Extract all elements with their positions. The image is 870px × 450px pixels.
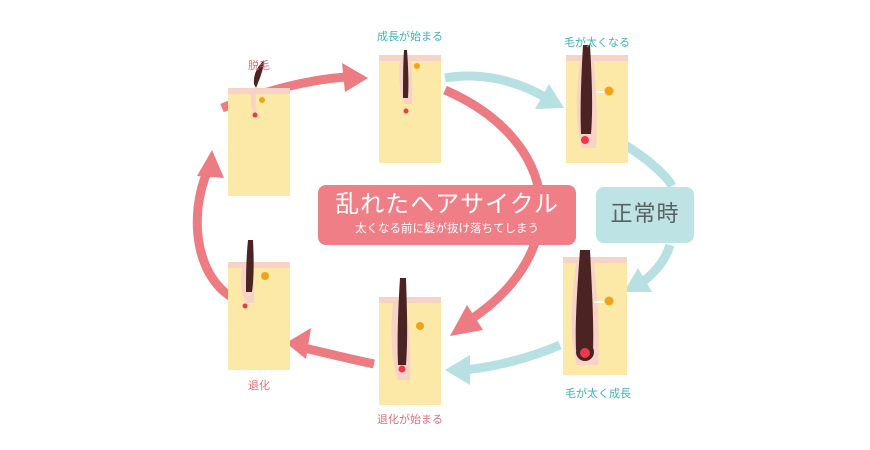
gland — [414, 63, 420, 69]
papilla — [242, 303, 248, 309]
panel-futoku-seichou — [563, 250, 627, 375]
disordered-cycle-arrows — [192, 72, 546, 369]
arrowhead-2 — [450, 305, 483, 336]
disordered-cycle-subtitle: 太くなる前に髪が抜け落ちてしまう — [355, 221, 539, 235]
panel-taika — [228, 240, 290, 370]
panel-seichou-start — [379, 50, 441, 163]
label-taika-start: 退化が始まる — [377, 413, 443, 426]
hair — [246, 240, 254, 292]
panel-taika-start — [379, 278, 441, 405]
gland — [416, 322, 424, 330]
hair — [403, 50, 409, 98]
label-seichou-start: 成長が始まる — [377, 30, 443, 43]
disordered-cycle-box: 乱れたヘアサイクル 太くなる前に髪が抜け落ちてしまう — [318, 185, 576, 245]
label-datsumo: 脱毛 — [248, 59, 270, 72]
panel-futoku — [566, 45, 628, 163]
gland — [261, 272, 269, 280]
arrowhead-1 — [342, 63, 368, 92]
arrow-futoku-to-normal — [622, 141, 677, 189]
papilla — [580, 348, 590, 358]
disordered-cycle-title: 乱れたヘアサイクル — [335, 190, 559, 218]
label-taika: 退化 — [248, 379, 270, 392]
label-futoku-seichou: 毛が太く成長 — [565, 387, 631, 400]
arrow-seichou-to-futoku — [444, 71, 548, 101]
disordered-arrowheads — [197, 63, 483, 359]
gland — [604, 86, 614, 96]
normal-cycle-box: 正常時 — [596, 187, 694, 243]
papilla — [398, 365, 406, 373]
arrowhead-4 — [197, 150, 224, 178]
arrowhead-5 — [535, 84, 564, 109]
arrowhead-3 — [286, 328, 311, 359]
papilla — [403, 108, 409, 114]
hair — [575, 250, 594, 350]
label-futoku: 毛が太くなる — [564, 36, 630, 49]
panel-datsumo — [228, 60, 290, 196]
hair — [580, 45, 593, 134]
arrow-taika-start-to-taika — [299, 342, 375, 369]
arrow-futoku-seichou-to-taika-start — [463, 340, 562, 375]
falling-hair — [253, 60, 264, 88]
papilla — [581, 136, 589, 144]
normal-arrowheads — [445, 84, 652, 385]
gland — [259, 97, 265, 103]
gland — [604, 296, 614, 306]
arrowhead-7 — [445, 355, 470, 385]
papilla — [252, 112, 258, 118]
arrow-taika-to-datsumo — [192, 168, 240, 305]
hair — [397, 278, 408, 365]
arrowhead-6 — [624, 268, 652, 292]
